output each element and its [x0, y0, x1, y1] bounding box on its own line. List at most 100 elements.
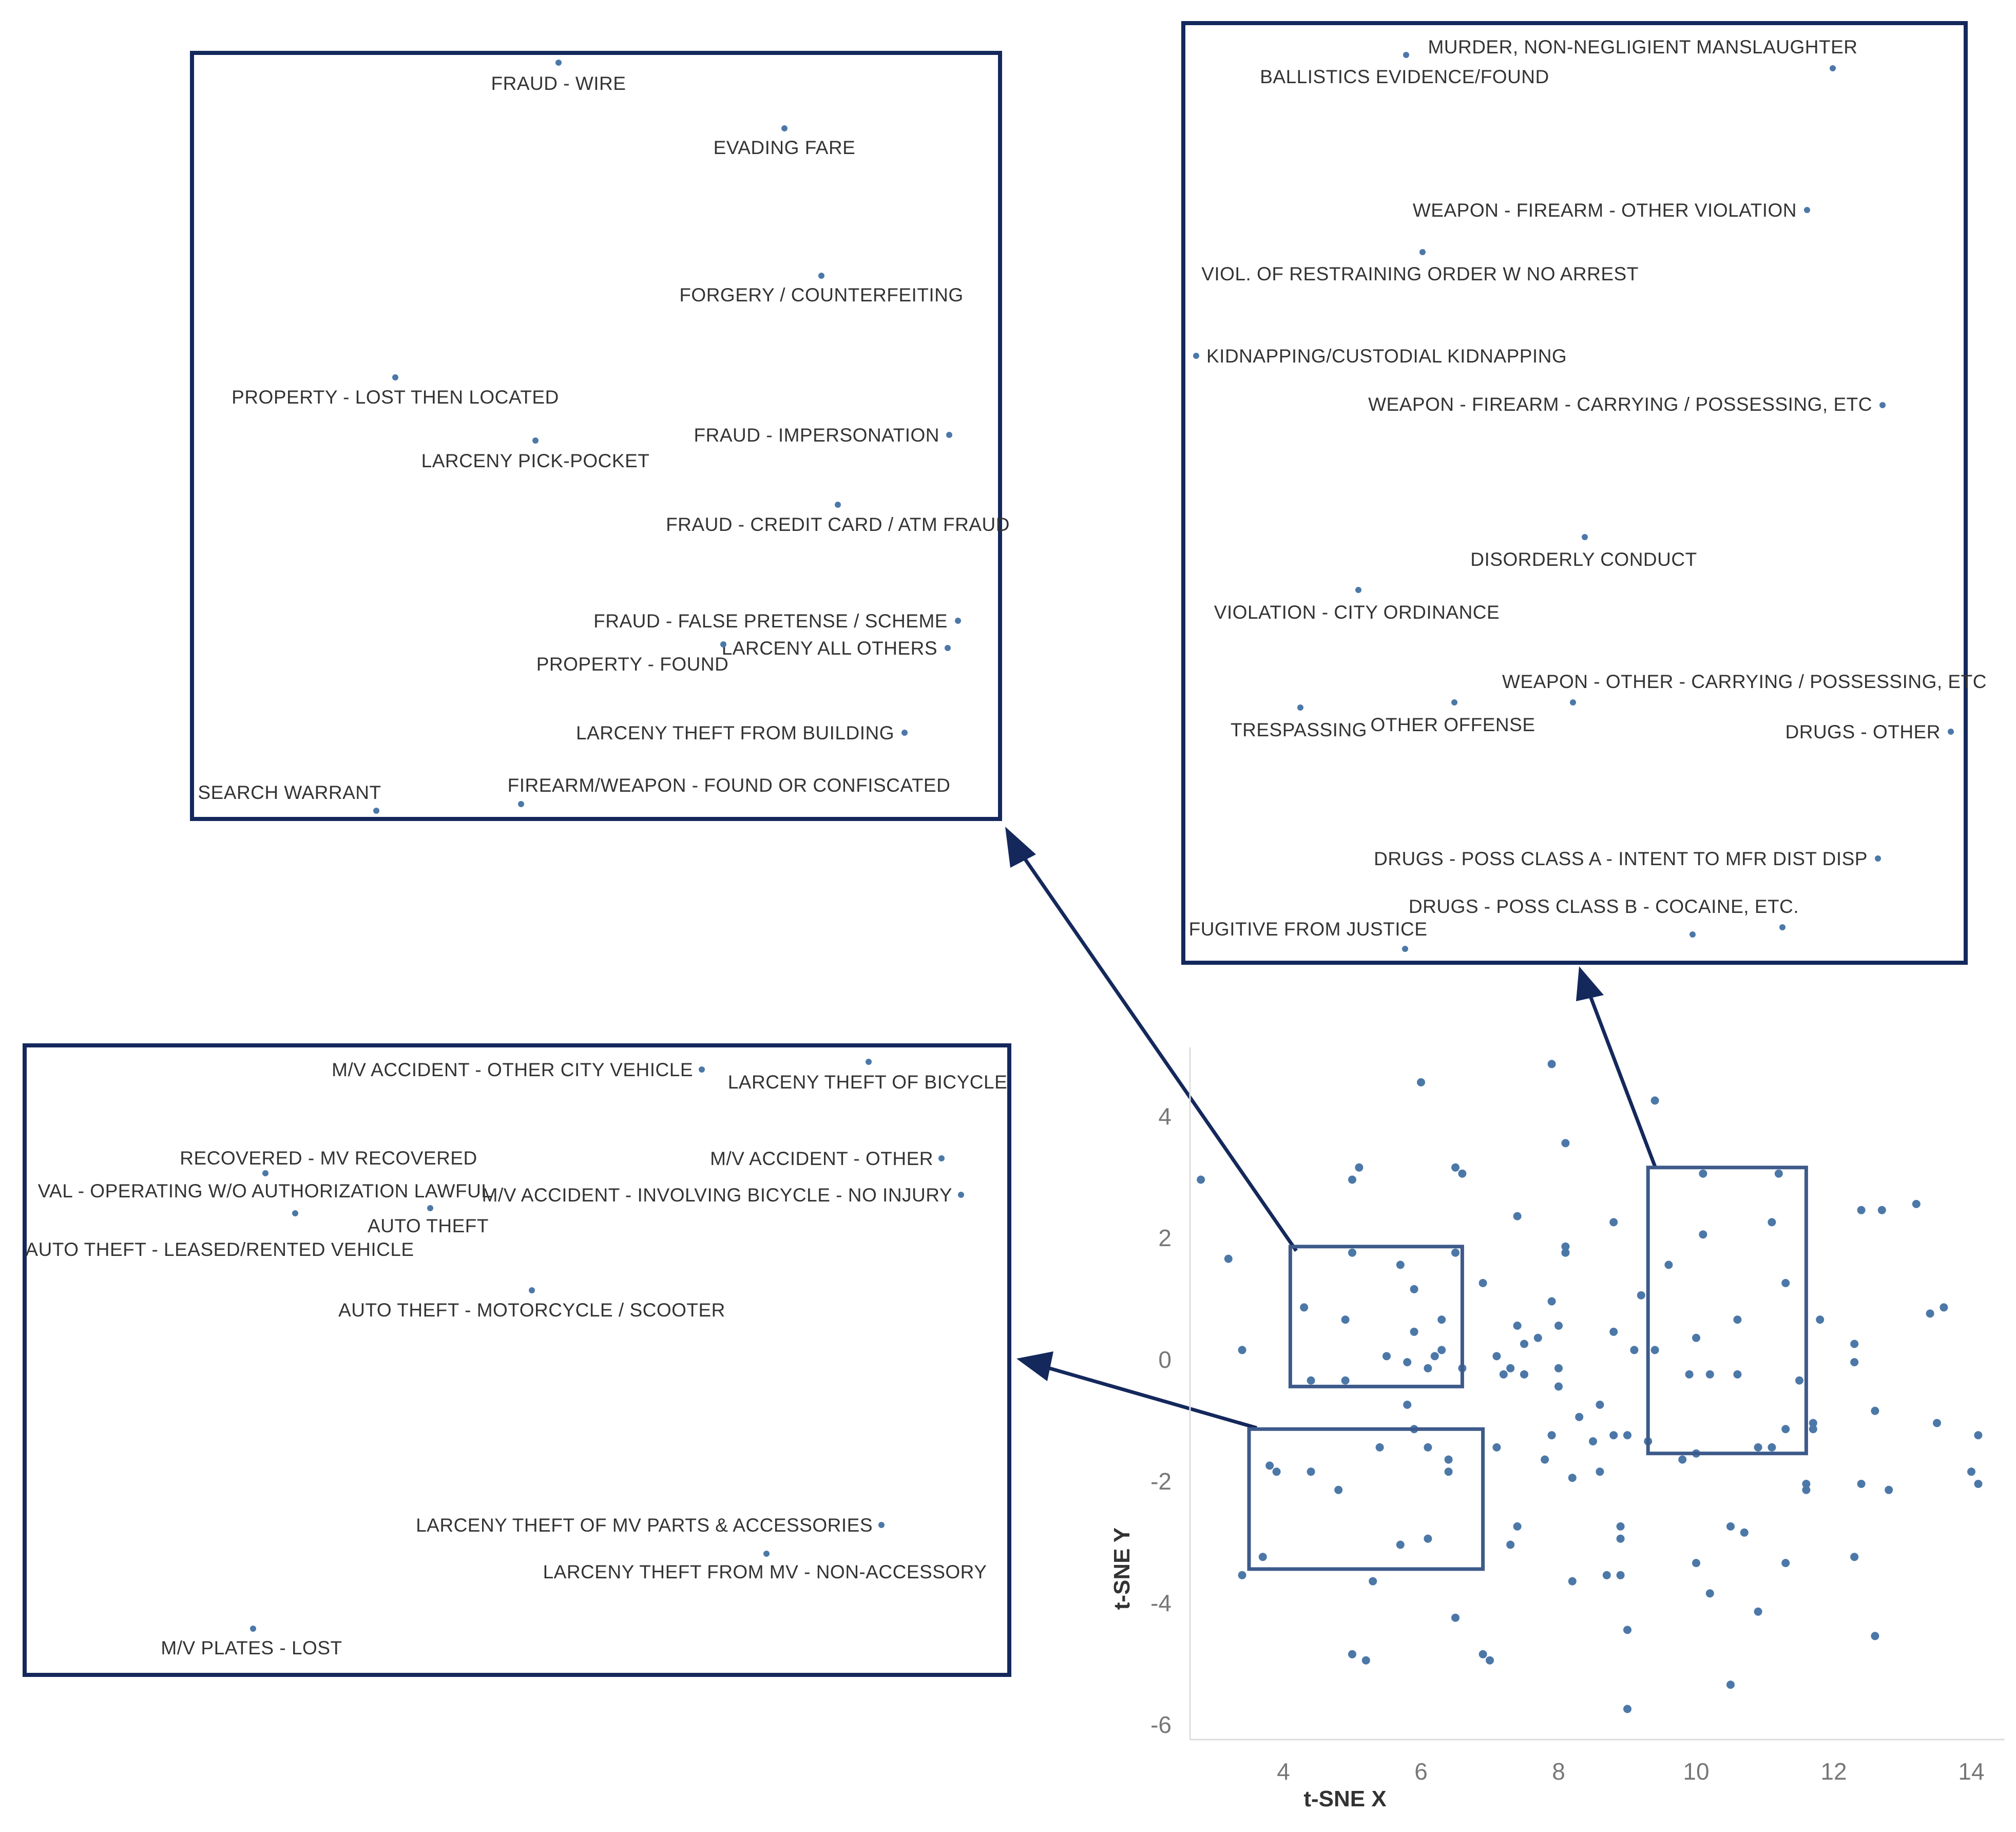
scatter-point — [1802, 1485, 1811, 1494]
scatter-point — [1926, 1309, 1934, 1318]
scatter-point — [1575, 1413, 1584, 1421]
scatter-point — [1857, 1480, 1866, 1488]
inset-label: LARCENY PICK-POCKET — [421, 450, 650, 471]
inset-label: SEARCH WARRANT — [198, 782, 381, 803]
scatter-point — [1616, 1534, 1625, 1543]
inset-label: RECOVERED - MV RECOVERED — [180, 1148, 477, 1169]
inset-label: VAL - OPERATING W/O AUTHORIZATION LAWFUL — [38, 1180, 492, 1201]
y-tick-label: 0 — [1158, 1346, 1172, 1373]
x-tick-label: 6 — [1414, 1758, 1428, 1785]
inset-label: DISORDERLY CONDUCT — [1470, 549, 1697, 570]
scatter-point — [1410, 1285, 1418, 1293]
scatter-point — [1417, 1078, 1425, 1086]
x-tick-label: 12 — [1820, 1758, 1847, 1785]
zoom-arrows — [1005, 827, 1658, 1430]
x-tick-label: 14 — [1958, 1758, 1984, 1785]
inset-dot — [955, 618, 961, 624]
inset-dot — [1689, 931, 1696, 938]
scatter-point — [1616, 1522, 1625, 1531]
scatter-point — [1403, 1400, 1412, 1409]
inset-label: FIREARM/WEAPON - FOUND OR CONFISCATED — [508, 775, 951, 796]
scatter-point — [1238, 1346, 1246, 1354]
scatter-point — [1554, 1364, 1563, 1372]
scatter-point — [1650, 1346, 1659, 1354]
scatter-point — [1424, 1534, 1432, 1543]
x-tick-label: 4 — [1277, 1758, 1290, 1785]
scatter-point — [1492, 1443, 1501, 1452]
scatter-point — [1664, 1261, 1673, 1269]
scatter-point — [1809, 1419, 1817, 1427]
inset-top-left: FRAUD - WIRE EVADING FARE FORGERY / COUN… — [190, 51, 1010, 821]
scatter-point — [1541, 1455, 1549, 1464]
inset-dot — [1779, 924, 1785, 930]
scatter-point — [1733, 1370, 1742, 1379]
scatter-point — [1692, 1559, 1700, 1568]
inset-label: PROPERTY - LOST THEN LOCATED — [232, 387, 559, 408]
inset-label: AUTO THEFT — [368, 1215, 489, 1236]
x-axis-title: t-SNE X — [1303, 1786, 1386, 1811]
scatter-point — [1348, 1650, 1356, 1658]
inset-dot — [1419, 249, 1426, 255]
inset-label: PROPERTY - FOUND — [536, 654, 729, 675]
inset-bottom-left: M/V ACCIDENT - OTHER CITY VEHICLE LARCEN… — [23, 1043, 1011, 1677]
scatter-point — [1437, 1315, 1446, 1324]
scatter-point — [1850, 1358, 1859, 1366]
inset-dot — [938, 1155, 945, 1161]
inset-label: OTHER OFFENSE — [1370, 714, 1535, 735]
scatter-point — [1699, 1230, 1707, 1239]
scatter-point — [1520, 1340, 1528, 1348]
inset-dot — [1355, 587, 1361, 593]
inset-label: FRAUD - CREDIT CARD / ATM FRAUD — [666, 514, 1010, 535]
main-scatter-plot: 4 6 8 10 12 14 4 2 0 -2 -4 -6 t-SNE X t-… — [1109, 1047, 2005, 1811]
scatter-point — [1678, 1455, 1687, 1464]
inset-dot — [262, 1170, 268, 1176]
scatter-point — [1499, 1370, 1508, 1379]
scatter-point — [1974, 1431, 1983, 1440]
arrow-head — [1016, 1351, 1053, 1381]
scatter-point — [1726, 1522, 1735, 1531]
inset-dot — [1879, 402, 1886, 408]
scatter-point — [1637, 1291, 1645, 1300]
scatter-point — [1705, 1370, 1714, 1379]
scatter-point — [1768, 1443, 1776, 1452]
scatter-point — [1334, 1485, 1343, 1494]
scatter-point — [1740, 1528, 1749, 1537]
inset-dot — [763, 1551, 770, 1557]
inset-label: LARCENY THEFT FROM BUILDING — [576, 722, 894, 743]
scatter-point — [1596, 1467, 1604, 1476]
scatter-point — [1375, 1443, 1384, 1452]
inset-dot — [818, 273, 824, 279]
scatter-point — [1341, 1376, 1350, 1385]
y-tick-label: 2 — [1158, 1225, 1172, 1251]
scatter-point — [1238, 1571, 1246, 1579]
arrow-head — [1005, 827, 1036, 868]
inset-dot — [1582, 534, 1588, 540]
inset-label: FRAUD - IMPERSONATION — [694, 425, 940, 446]
scatter-point — [1410, 1327, 1418, 1336]
scatter-point — [1272, 1467, 1281, 1476]
inset-label: LARCENY THEFT FROM MV - NON-ACCESSORY — [543, 1561, 987, 1582]
scatter-point — [1809, 1425, 1817, 1434]
inset-label: WEAPON - OTHER - CARRYING / POSSESSING, … — [1502, 671, 1987, 692]
scatter-point — [1795, 1376, 1803, 1385]
scatter-point — [1705, 1589, 1714, 1598]
inset-dot — [1402, 946, 1408, 952]
scatter-point — [1774, 1169, 1783, 1178]
inset-top-left-frame — [190, 51, 1002, 821]
inset-dot — [1451, 699, 1457, 705]
inset-dot — [292, 1210, 298, 1216]
scatter-point — [1974, 1480, 1983, 1488]
scatter-point — [1424, 1364, 1432, 1372]
inset-label: EVADING FARE — [714, 137, 856, 158]
inset-dot — [1570, 699, 1576, 705]
x-tick-label: 8 — [1552, 1758, 1565, 1785]
scatter-point — [1602, 1571, 1611, 1579]
scatter-point — [1348, 1175, 1356, 1184]
inset-dot — [518, 801, 524, 807]
scatter-point — [1850, 1553, 1859, 1561]
inset-label: KIDNAPPING/CUSTODIAL KIDNAPPING — [1206, 346, 1567, 367]
inset-dot — [901, 730, 908, 736]
scatter-point — [1554, 1321, 1563, 1330]
inset-label: AUTO THEFT - LEASED/RENTED VEHICLE — [25, 1239, 414, 1260]
